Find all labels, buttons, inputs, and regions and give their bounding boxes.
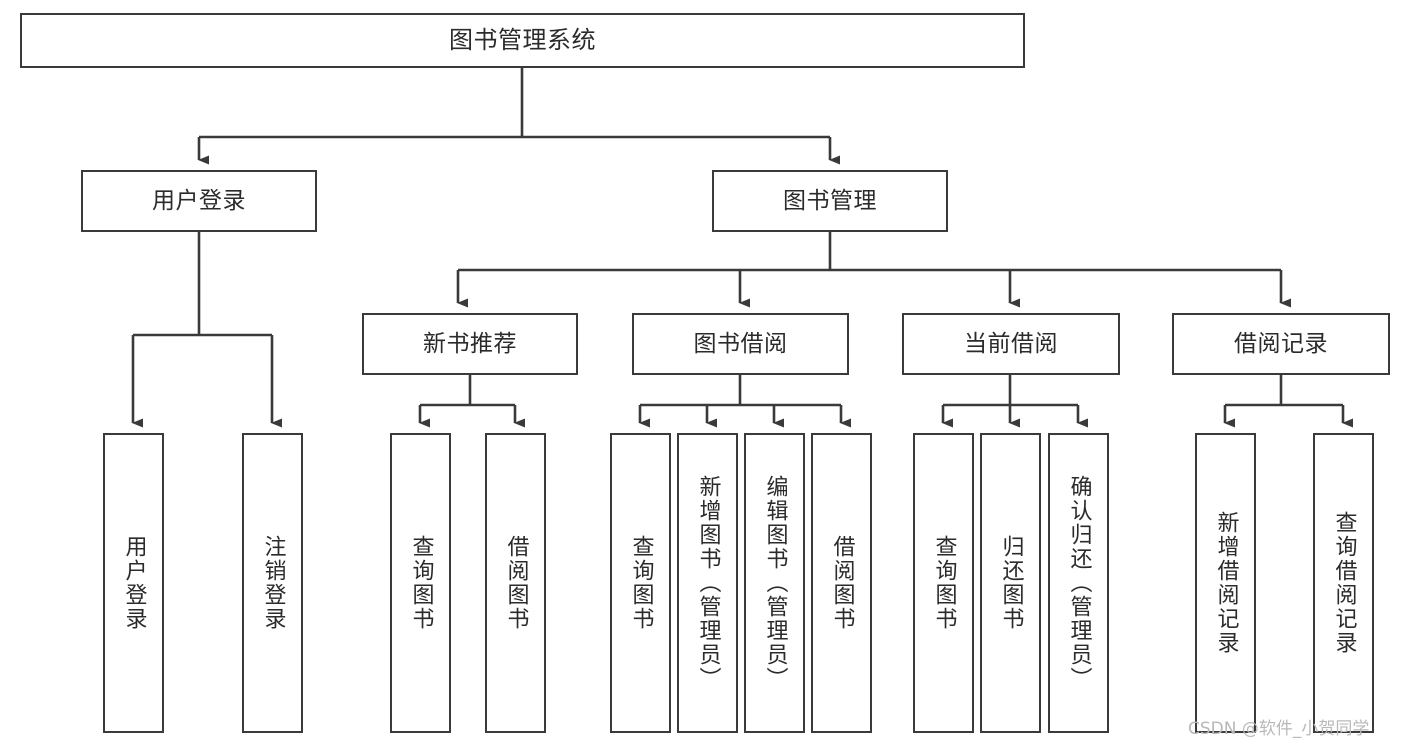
node-book-management[interactable]: 图书管理 — [712, 170, 948, 232]
node-label: 借阅图书 — [829, 535, 855, 631]
node-label: 查询图书 — [628, 535, 654, 631]
node-label: 注销登录 — [260, 535, 286, 631]
node-label: 确认归还（管理员） — [1066, 475, 1092, 691]
node-label: 当前借阅 — [964, 330, 1058, 357]
node-leaf-return-book[interactable]: 归还图书 — [980, 433, 1041, 733]
node-leaf-edit-book-admin[interactable]: 编辑图书（管理员） — [744, 433, 805, 733]
node-label: 借阅记录 — [1234, 330, 1328, 357]
node-leaf-confirm-return-admin[interactable]: 确认归还（管理员） — [1048, 433, 1109, 733]
node-leaf-query-book-recommend[interactable]: 查询图书 — [390, 433, 451, 733]
node-label: 新书推荐 — [423, 330, 517, 357]
node-label: 新增图书（管理员） — [695, 475, 721, 691]
node-current-borrow[interactable]: 当前借阅 — [902, 313, 1120, 375]
node-user-login[interactable]: 用户登录 — [81, 170, 317, 232]
node-label: 图书管理 — [783, 187, 877, 214]
node-label: 编辑图书（管理员） — [762, 475, 788, 691]
node-leaf-logout-login[interactable]: 注销登录 — [242, 433, 303, 733]
node-new-book-recommend[interactable]: 新书推荐 — [362, 313, 578, 375]
node-book-borrow[interactable]: 图书借阅 — [632, 313, 849, 375]
node-leaf-borrow-book[interactable]: 借阅图书 — [811, 433, 872, 733]
node-label: 借阅图书 — [503, 535, 529, 631]
node-label: 图书管理系统 — [449, 25, 596, 54]
node-label: 查询图书 — [408, 535, 434, 631]
node-leaf-query-book-borrow[interactable]: 查询图书 — [610, 433, 671, 733]
node-label: 用户登录 — [121, 535, 147, 631]
node-leaf-add-book-admin[interactable]: 新增图书（管理员） — [677, 433, 738, 733]
node-label: 图书借阅 — [693, 330, 788, 357]
node-label: 查询图书 — [931, 535, 957, 631]
node-borrow-record[interactable]: 借阅记录 — [1172, 313, 1390, 375]
node-label: 查询借阅记录 — [1331, 511, 1357, 655]
node-leaf-borrow-book-recommend[interactable]: 借阅图书 — [485, 433, 546, 733]
node-label: 新增借阅记录 — [1213, 511, 1239, 655]
node-root-book-management-system[interactable]: 图书管理系统 — [20, 13, 1025, 68]
node-leaf-query-borrow-record[interactable]: 查询借阅记录 — [1313, 433, 1374, 733]
node-label: 归还图书 — [998, 535, 1024, 631]
watermark: CSDN @软件_小贺同学 — [1188, 719, 1370, 739]
node-leaf-add-borrow-record[interactable]: 新增借阅记录 — [1195, 433, 1256, 733]
node-leaf-query-book-current[interactable]: 查询图书 — [913, 433, 974, 733]
node-leaf-user-login[interactable]: 用户登录 — [103, 433, 164, 733]
node-label: 用户登录 — [152, 187, 246, 214]
